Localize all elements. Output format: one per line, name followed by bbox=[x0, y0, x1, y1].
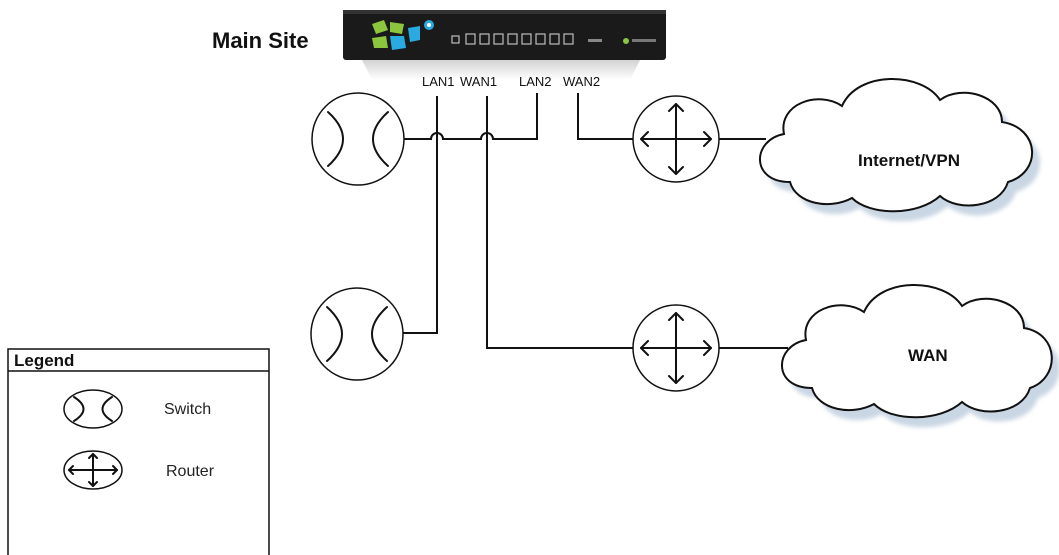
internet-vpn-cloud: Internet/VPN bbox=[759, 78, 1041, 222]
switch-icon bbox=[73, 396, 113, 422]
internet-vpn-label: Internet/VPN bbox=[858, 151, 960, 170]
device-ports bbox=[451, 33, 574, 45]
connections bbox=[403, 93, 788, 349]
port-label-wan2: WAN2 bbox=[563, 74, 600, 89]
legend-switch-item: Switch bbox=[63, 389, 211, 429]
router-node-top bbox=[632, 95, 720, 183]
port-label-lan1: LAN1 bbox=[422, 74, 455, 89]
switch-icon bbox=[327, 111, 389, 167]
port-label-wan1: WAN1 bbox=[460, 74, 497, 89]
router-icon bbox=[68, 453, 118, 487]
wan-cloud: WAN bbox=[781, 284, 1059, 428]
legend-router-label: Router bbox=[166, 463, 215, 480]
switch-node-top bbox=[311, 92, 405, 186]
legend-title: Legend bbox=[14, 351, 74, 370]
main-site-title: Main Site bbox=[212, 28, 309, 53]
wan-label: WAN bbox=[908, 346, 948, 365]
switch-icon bbox=[326, 306, 388, 362]
legend-router-item: Router bbox=[63, 450, 215, 490]
router-node-bottom bbox=[632, 304, 720, 392]
firewall-appliance bbox=[343, 10, 666, 80]
switch-node-bottom bbox=[310, 287, 404, 381]
device-logo-icon bbox=[372, 20, 434, 50]
port-label-lan2: LAN2 bbox=[519, 74, 552, 89]
router-icon bbox=[640, 103, 712, 175]
router-icon bbox=[640, 312, 712, 384]
legend-switch-label: Switch bbox=[164, 401, 211, 418]
legend-box: Legend Switch Router bbox=[7, 348, 270, 555]
